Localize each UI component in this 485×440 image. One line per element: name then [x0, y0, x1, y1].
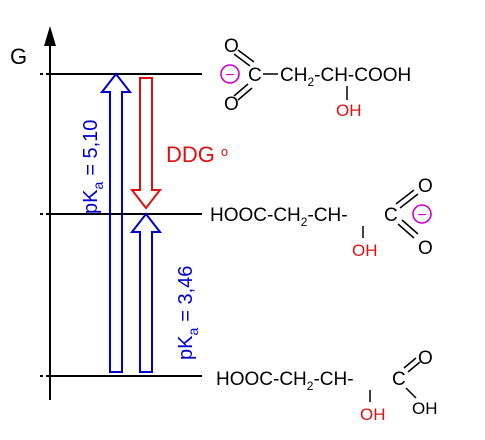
- molecule-top-chain: CH2-CH-COOH: [280, 65, 411, 89]
- bond-middle-co-upper: [395, 189, 415, 205]
- charge-sign-top: −: [225, 67, 234, 84]
- charge-sign-middle: −: [417, 207, 426, 224]
- bond-bottom-co-upper-double: [407, 361, 421, 373]
- molecule-top-o-lower: O: [224, 94, 239, 115]
- molecule-bottom-oh: OH: [360, 405, 386, 424]
- bond-middle-co-lower: [397, 223, 415, 239]
- charge-circle-middle: [412, 204, 432, 224]
- energy-axis-arrowhead: [44, 26, 56, 46]
- pka-lower-label: pKa= 3,46: [175, 266, 201, 360]
- pka-upper-arrow: [99, 72, 133, 373]
- molecule-middle-chain: HOOC-CH2-CH-: [210, 205, 348, 229]
- bond-middle-co-upper-double: [399, 193, 419, 209]
- molecule-middle-o-upper: O: [418, 176, 433, 197]
- bond-bottom-c-oh: [405, 387, 417, 399]
- molecule-middle: HOOC-CH2-CH- C O O − OH: [210, 176, 433, 260]
- molecule-bottom-carboxyl-oh: OH: [412, 399, 438, 418]
- bond-top-co-lower: [233, 83, 249, 97]
- bond-top-co-lower-double: [237, 87, 253, 101]
- molecule-bottom-carbon: C: [392, 369, 406, 390]
- molecule-top-carbon: C: [248, 65, 262, 86]
- axis-label: G: [10, 44, 27, 69]
- pka-upper-label: pKa= 5,10: [80, 120, 106, 214]
- molecule-middle-oh: OH: [352, 241, 378, 260]
- molecule-middle-carbon: C: [384, 205, 398, 226]
- molecule-middle-o-lower: O: [418, 238, 433, 259]
- ddg-arrow: [129, 77, 163, 210]
- bond-bottom-co-upper: [403, 357, 417, 369]
- molecule-bottom-chain: HOOC-CH2-CH-: [216, 369, 354, 393]
- molecule-top-o-upper: O: [224, 36, 239, 57]
- bond-top-co-upper: [233, 53, 251, 67]
- charge-circle-top: [220, 64, 240, 84]
- bond-top-co-upper-double: [237, 49, 255, 63]
- molecule-bottom-o-upper: O: [418, 348, 433, 369]
- molecule-bottom: HOOC-CH2-CH- C O OH OH: [216, 348, 438, 424]
- molecule-top-oh: OH: [336, 101, 362, 120]
- bond-middle-co-lower-double: [401, 219, 419, 235]
- molecule-top: O O − C CH2-CH-COOH OH: [220, 36, 411, 120]
- pka-lower-arrow: [129, 212, 163, 373]
